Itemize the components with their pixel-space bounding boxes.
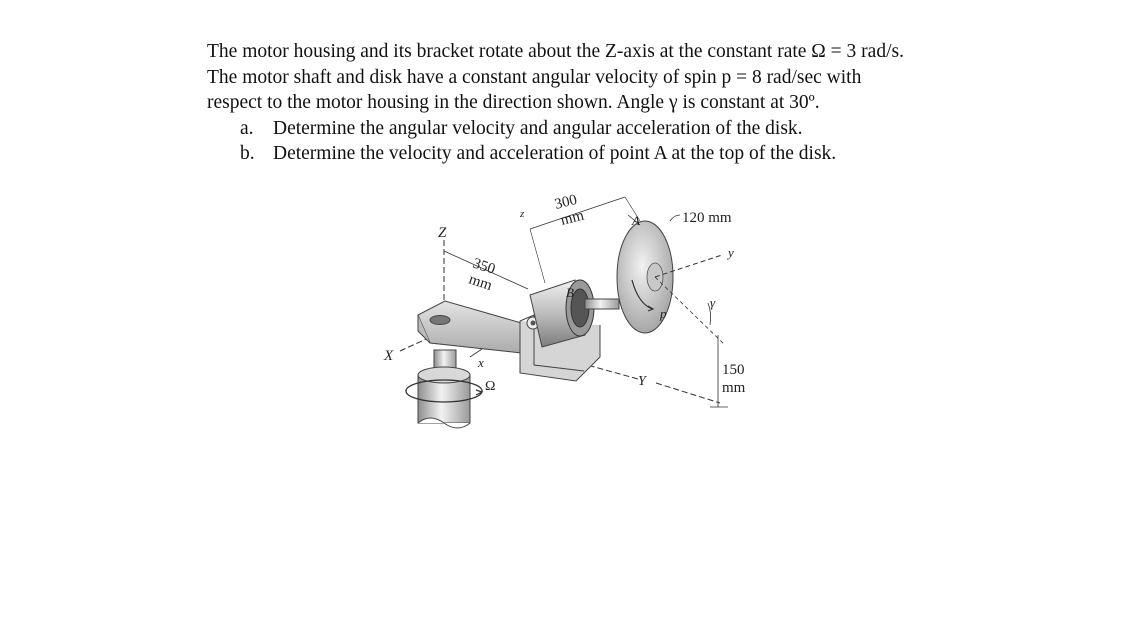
dim-350-unit: mm [467, 272, 494, 295]
problem-intro-line-1: The motor housing and its bracket rotate… [207, 41, 904, 62]
problem-statement: The motor housing and its bracket rotate… [207, 39, 1007, 167]
problem-parts: a. Determine the angular velocity and an… [207, 116, 1007, 167]
problem-part-b: b. Determine the velocity and accelerati… [207, 141, 1007, 167]
dim-150-value: 150 [722, 362, 745, 378]
problem-part-a: a. Determine the angular velocity and an… [207, 116, 1007, 142]
label-z: z [519, 208, 525, 220]
problem-intro-line-3: respect to the motor housing in the dire… [207, 92, 820, 113]
gamma-angle: γ [654, 276, 726, 346]
part-a-marker: a. [240, 117, 254, 139]
dimension-150: 150 mm [710, 335, 746, 408]
label-X: X [383, 348, 394, 364]
dim-300-unit: mm [559, 208, 586, 229]
part-b-marker: b. [240, 143, 255, 164]
label-omega: Ω [485, 379, 495, 394]
label-gamma: γ [710, 295, 716, 310]
dimension-120: 120 mm [669, 210, 732, 226]
mechanism-diagram: Z X Y Ω x B [383, 192, 746, 429]
problem-intro-line-2: The motor shaft and disk have a constant… [207, 66, 862, 88]
spin-p-arrow [631, 279, 653, 310]
disk: y p A [616, 213, 734, 334]
dim-120-label: 120 mm [682, 210, 732, 226]
dim-350-value: 350 [471, 256, 497, 278]
y-axis-small [654, 254, 723, 278]
label-x: x [477, 355, 484, 370]
part-b-text: Determine the velocity and acceleration … [273, 143, 837, 164]
dim-300-value: 300 [553, 192, 579, 213]
z-axis: Z [438, 225, 447, 305]
motor-disk-figure: Z X Y Ω x B [370, 185, 790, 430]
omega-rotation-arrow [405, 379, 483, 403]
label-A: A [631, 213, 640, 228]
label-B: B [566, 285, 574, 300]
part-a-text: Determine the angular velocity and angul… [273, 117, 803, 139]
label-Z: Z [438, 225, 447, 241]
dimension-350: 350 mm [443, 250, 529, 295]
dim-150-unit: mm [722, 380, 746, 396]
label-p: p [659, 306, 667, 321]
motor-shaft [584, 298, 620, 310]
y-axis: Y [579, 362, 721, 404]
dimension-300: z 300 mm [519, 192, 641, 284]
label-Y: Y [638, 374, 648, 389]
base-post: Ω [405, 349, 495, 429]
motor-housing: B [529, 279, 620, 348]
label-y: y [726, 245, 734, 260]
